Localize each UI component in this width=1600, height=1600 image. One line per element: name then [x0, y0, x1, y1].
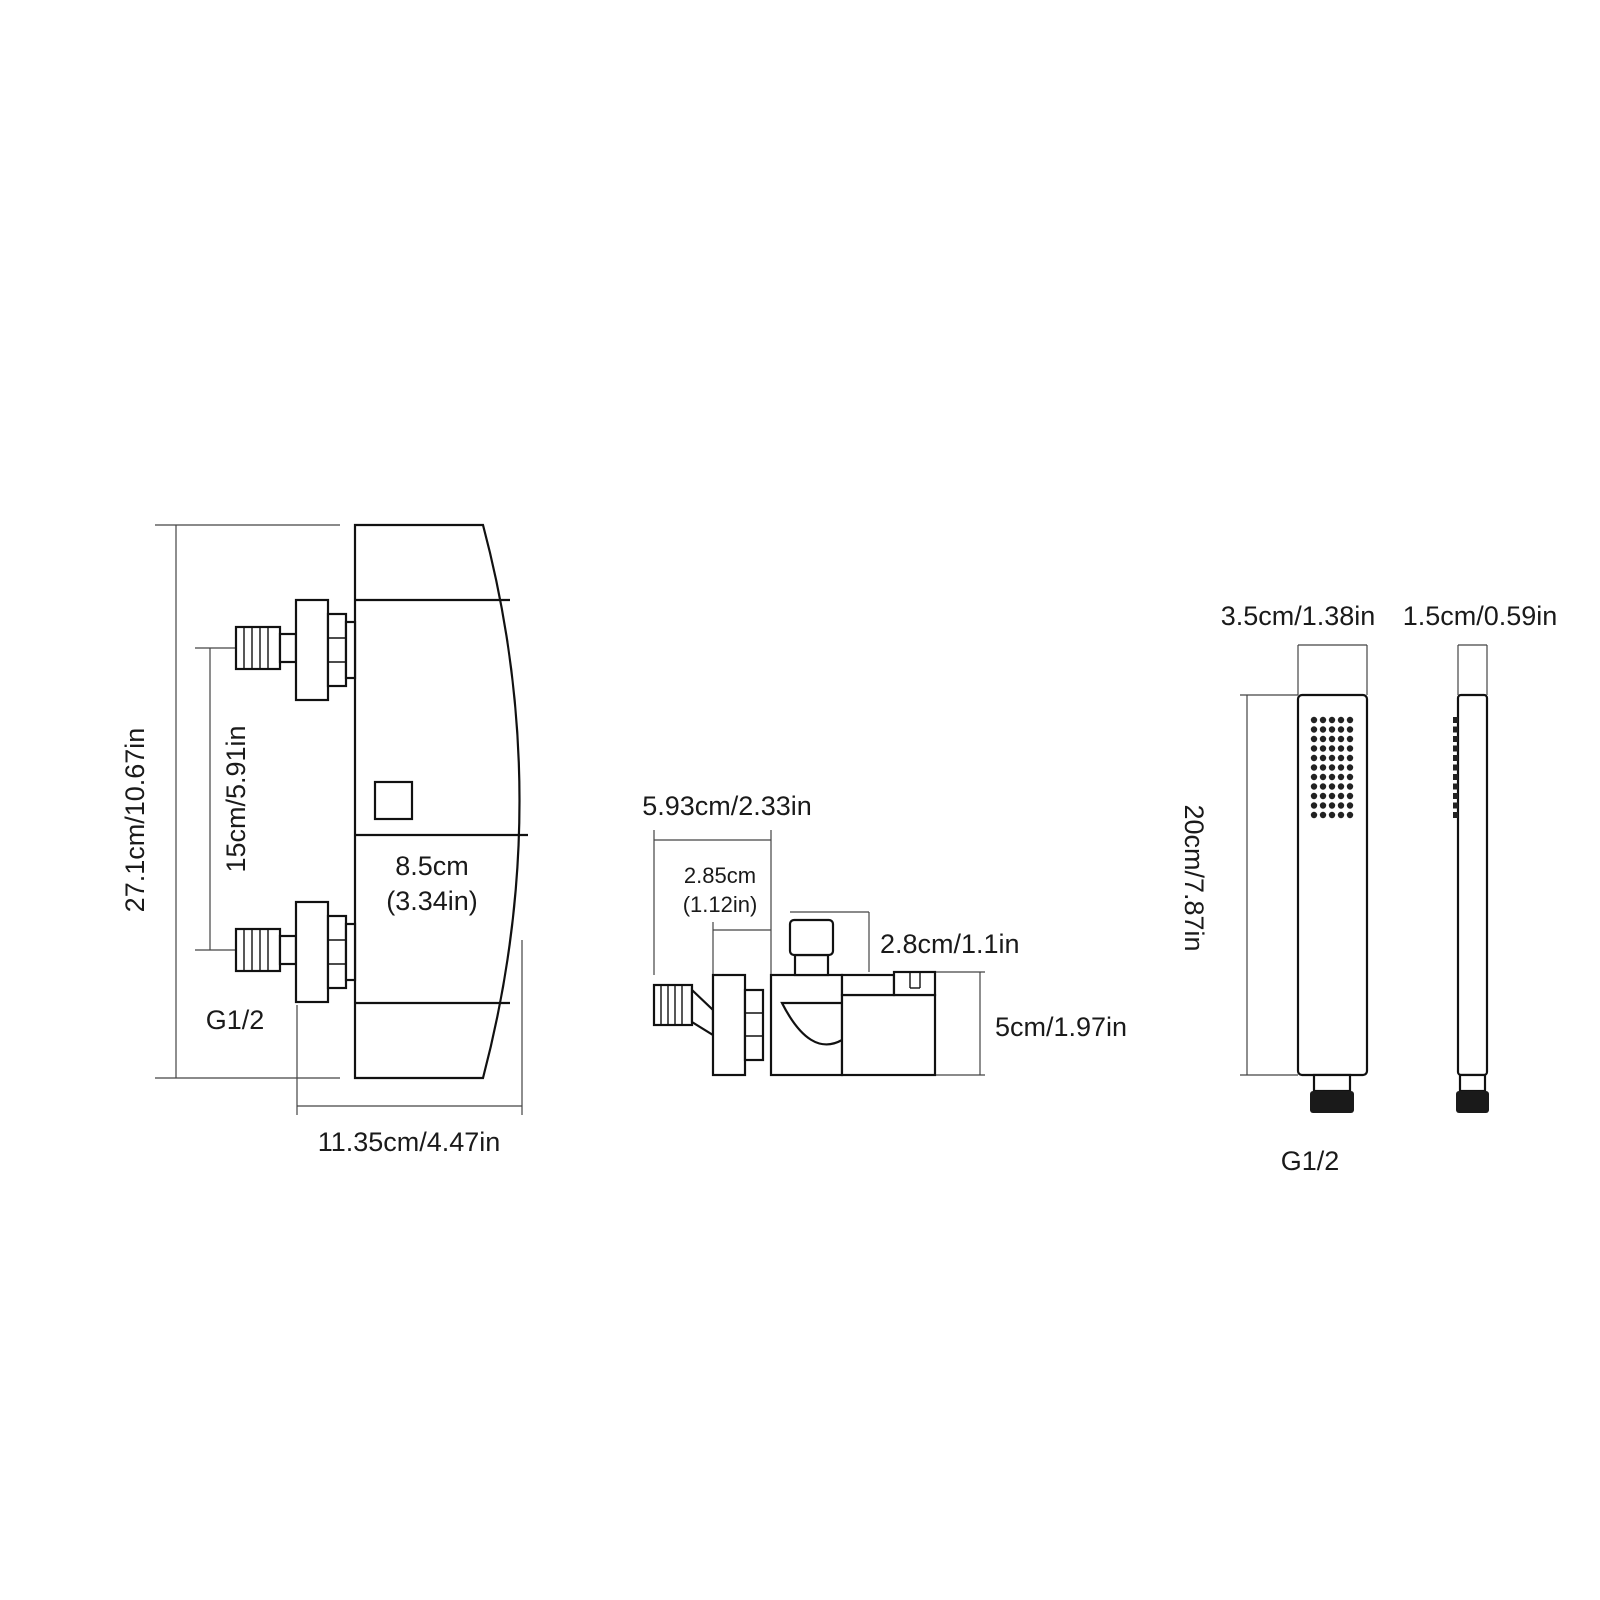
mixer-depth-label: 11.35cm/4.47in: [318, 1127, 501, 1157]
mixer-side-view: 5.93cm/2.33in 2.85cm (1.12in) 2.8cm/1.1i…: [642, 791, 1127, 1077]
holder-dimension-lines: [790, 911, 870, 972]
body-width-in-label: (3.34in): [386, 886, 478, 916]
shower-length-label: 20cm/7.87in: [1179, 804, 1209, 951]
shower-width-dimension-lines: [1297, 644, 1368, 695]
diverter-stem: [793, 953, 830, 977]
mixer-body: [353, 523, 521, 1080]
shower-thickness-label: 1.5cm/0.59in: [1403, 601, 1558, 631]
hand-shower-views: 3.5cm/1.38in 1.5cm/0.59in 20cm/7.87in G1…: [1179, 601, 1557, 1176]
mixer-thread-label: G1/2: [206, 1005, 265, 1035]
mixer-front-view: 27.1cm/10.67in 15cm/5.91in 8.5cm (3.34in…: [120, 523, 528, 1157]
shower-length-dimension-lines: [1240, 694, 1298, 1076]
control-button-icon: [373, 780, 414, 821]
mixer-height-label: 27.1cm/10.67in: [120, 728, 150, 913]
side-length-label: 5.93cm/2.33in: [642, 791, 812, 821]
inlet-width-in-label: (1.12in): [683, 892, 758, 917]
diverter-knob: [788, 918, 835, 957]
inlet-spacing-label: 15cm/5.91in: [221, 725, 251, 872]
side-thread-nut: [1456, 1091, 1489, 1113]
upper-inlet-connector: [234, 598, 357, 702]
inlet-dimension-lines: [712, 922, 771, 975]
side-height-dimension-lines: [935, 971, 985, 1076]
lower-inlet-connector: [234, 900, 357, 1004]
side-nozzles: [1453, 717, 1458, 818]
hand-shower-side: [1453, 693, 1489, 1113]
shower-width-label: 3.5cm/1.38in: [1221, 601, 1376, 631]
spray-nozzles: [1310, 716, 1354, 819]
side-inlet-thread: [652, 973, 765, 1077]
side-valve-body: [769, 918, 937, 1077]
height-dimension-lines: [155, 524, 340, 1079]
inlet-width-cm-label: 2.85cm: [684, 863, 756, 888]
shower-thread-label: G1/2: [1281, 1146, 1340, 1176]
side-height-label: 5cm/1.97in: [995, 1012, 1127, 1042]
hand-shower-front: [1296, 693, 1369, 1113]
shower-thread-nut: [1310, 1091, 1354, 1113]
shower-thickness-dimension-lines: [1457, 644, 1488, 695]
body-width-cm-label: 8.5cm: [395, 851, 469, 881]
holder-width-label: 2.8cm/1.1in: [880, 929, 1020, 959]
depth-dimension-lines: [296, 940, 523, 1115]
length-dimension-lines: [653, 830, 772, 975]
